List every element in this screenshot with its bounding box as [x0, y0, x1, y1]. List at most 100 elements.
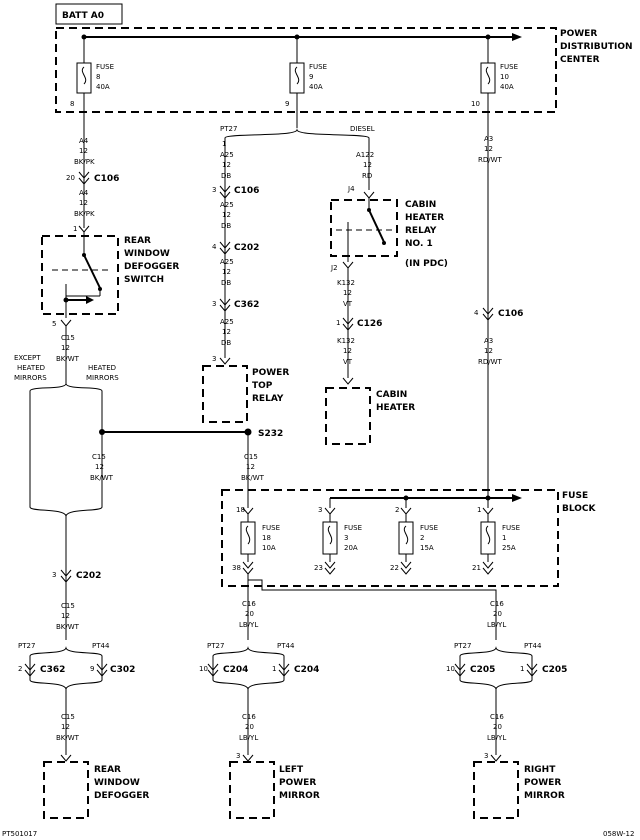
wire-color: LB/YL: [239, 734, 258, 742]
fuse-rating: 40A: [309, 83, 323, 91]
wire-code: C16: [490, 713, 504, 721]
fuse-block-title-1: FUSE: [562, 491, 588, 501]
wire-color: BK/WT: [56, 623, 80, 631]
fuse-number: 3: [344, 534, 348, 542]
batt-a0-box: [55, 3, 123, 25]
pin-number: 8: [70, 100, 74, 108]
variant-label: PT27: [454, 642, 471, 650]
fuse-number: 2: [420, 534, 424, 542]
wire-gauge: 12: [484, 145, 493, 153]
footer-code-right: 058W-12: [603, 830, 634, 838]
wire-code: A122: [356, 151, 374, 159]
wire-color: DB: [221, 222, 231, 230]
component-label: CABIN: [376, 390, 407, 400]
fuse-rating: 15A: [420, 544, 434, 552]
wire-gauge: 12: [61, 723, 70, 731]
wire-color: BK/WT: [56, 734, 80, 742]
wire-code: A25: [220, 151, 234, 159]
wire-code: A25: [220, 258, 234, 266]
wire-color: DB: [221, 339, 231, 347]
variant-label: PT27: [220, 125, 237, 133]
block-fuse-3: 3 FUSE 3 20A 23: [314, 498, 362, 575]
wire-gauge: 12: [343, 347, 352, 355]
wire-color: RD/WT: [478, 156, 503, 164]
component-label: RELAY: [252, 394, 284, 404]
component-label: POWER: [279, 778, 316, 788]
connector-symbol: [60, 569, 72, 583]
variant-label: HEATED: [17, 364, 45, 372]
fuse-number: 10: [500, 73, 509, 81]
pin-number: 2: [395, 506, 399, 514]
pin-number: J4: [347, 185, 355, 193]
pin-number: 3: [52, 571, 56, 579]
wire-code: A4: [79, 137, 89, 145]
circuit-a3: A3 12 RD/WT 4 C106 A3 12 RD/WT: [474, 128, 523, 498]
wire-gauge: 12: [246, 463, 255, 471]
wire-code: C15: [244, 453, 258, 461]
pin-number: 3: [236, 752, 240, 760]
fuse-label: FUSE: [344, 524, 362, 532]
pdc-title-2: DISTRIBUTION: [560, 42, 633, 52]
pin-number: 1: [73, 225, 77, 233]
pin-number: 10: [199, 665, 208, 673]
pdc-title-3: CENTER: [560, 55, 600, 65]
component-label: HEATER: [376, 403, 415, 413]
pin-number: 3: [212, 300, 216, 308]
connector-c106: C106: [498, 309, 523, 319]
component-label: (IN PDC): [405, 259, 448, 269]
footer-code-left: PT501017: [2, 830, 37, 838]
fuse-rating: 40A: [96, 83, 110, 91]
variant-label: PT27: [18, 642, 35, 650]
pin-number: 1: [222, 140, 226, 148]
block-fuse-2: 2 FUSE 2 15A 22: [390, 498, 438, 575]
pin-number: 3: [212, 355, 216, 363]
component-label: REAR: [124, 236, 151, 246]
fuse-number: 18: [262, 534, 271, 542]
wire-color: DB: [221, 279, 231, 287]
wire-code: K132: [337, 279, 355, 287]
connector-c362: C362: [40, 665, 65, 675]
pin-number: 1: [477, 506, 481, 514]
component-label: LEFT: [279, 765, 304, 775]
splice-label: S232: [258, 429, 283, 439]
wire-gauge: 12: [222, 161, 231, 169]
circuit-a4: A4 12 BK/PK 20 C106 A4 12 BK/PK 1: [66, 128, 119, 233]
pin-number: 1: [520, 665, 524, 673]
pin-number: 9: [285, 100, 289, 108]
connector-symbol: [78, 171, 90, 185]
wire-gauge: 12: [222, 328, 231, 336]
component-label: REAR: [94, 765, 121, 775]
pin-number: 38: [232, 564, 241, 572]
wire-color: BK/WT: [241, 474, 265, 482]
variant-label: EXCEPT: [14, 354, 41, 362]
connector-c106: C106: [94, 174, 119, 184]
pin-number: 2: [18, 665, 22, 673]
pdc-fuse-9: FUSE 9 40A 9: [285, 37, 327, 128]
wire-color: BK/WT: [56, 355, 80, 363]
wire-gauge: 12: [61, 344, 70, 352]
wire-color: RD: [362, 172, 372, 180]
fuse-block: [221, 489, 559, 587]
variant-label: PT44: [92, 642, 110, 650]
pin-number: 20: [66, 174, 75, 182]
circuit-c15-switch-out: 5 C15 12 BK/WT: [52, 319, 80, 385]
wire-code: C15: [61, 602, 75, 610]
wire-gauge: 12: [61, 612, 70, 620]
connector-c205: C205: [470, 665, 495, 675]
circuit-a122: A122 12 RD J4: [347, 138, 375, 199]
connector-c362: C362: [234, 300, 259, 310]
wire-gauge: 12: [222, 211, 231, 219]
component-label: RELAY: [405, 226, 437, 236]
batt-a0-label: BATT A0: [62, 11, 104, 21]
bus-arrow: [512, 494, 522, 502]
wire-gauge: 12: [79, 199, 88, 207]
power-distribution-center: [55, 27, 557, 113]
wire-gauge: 20: [493, 610, 502, 618]
rear-window-defogger-switch: REAR WINDOW DEFOGGER SWITCH: [41, 225, 179, 318]
rear-window-defogger: REAR WINDOW DEFOGGER: [43, 761, 149, 819]
wire-color: LB/YL: [487, 621, 506, 629]
wire-code: C16: [242, 600, 256, 608]
wire-color: DB: [221, 172, 231, 180]
variant-label: MIRRORS: [14, 374, 47, 382]
